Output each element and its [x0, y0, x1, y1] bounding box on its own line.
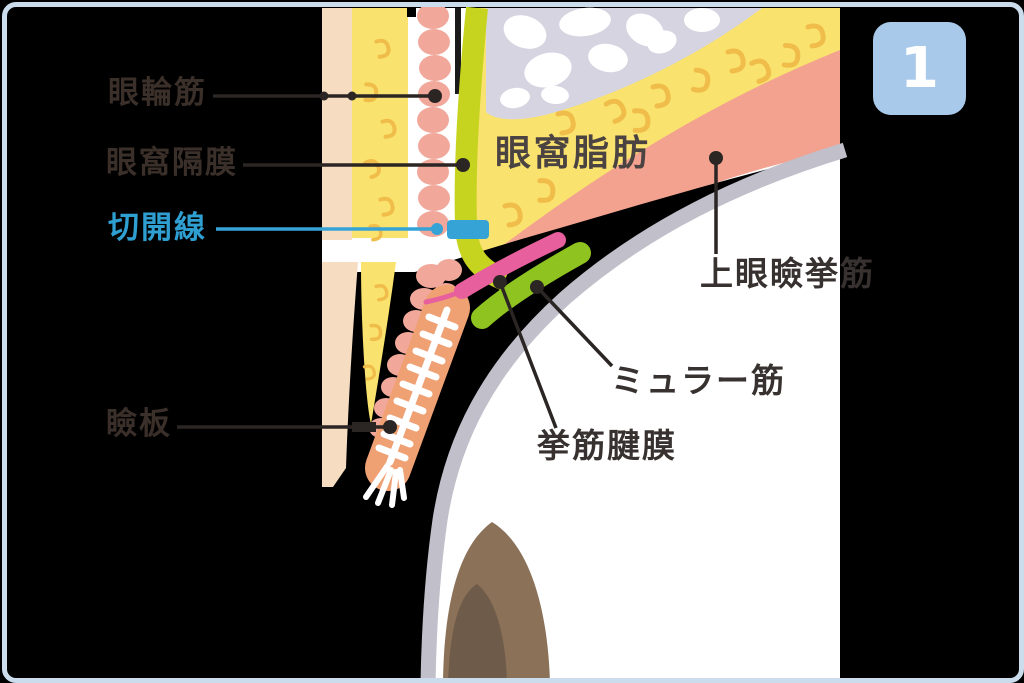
aponeurosis-band: [454, 232, 566, 299]
label-orbicularis: 眼輪筋: [108, 75, 207, 111]
page-number: 1: [900, 36, 939, 101]
label-orbital-fat: 眼窩脂肪: [495, 133, 652, 174]
label-incision-line: 切開線: [108, 210, 207, 246]
subcutaneous-fat-lower: [361, 262, 396, 424]
bone-marrow-blobs: [500, 7, 720, 109]
aponeurosis-tail: [423, 288, 465, 305]
label-muller: ミュラー筋: [611, 361, 786, 400]
pupil: [448, 584, 507, 683]
skin-layer-upper: [322, 8, 352, 240]
eyelashes: [363, 462, 407, 508]
orbital-septum-line: [454, 6, 510, 291]
eyeball-rim: [420, 142, 848, 683]
label-tarsus: 瞼板: [106, 406, 172, 442]
fornix-shadow-gap: [322, 150, 845, 683]
skin-surface-mark: [407, 8, 416, 17]
leader-aponeurosis: [498, 281, 558, 429]
incision-leader: [216, 220, 489, 239]
page-number-badge: 1: [873, 22, 966, 115]
skin-layer-lower: [322, 262, 358, 487]
incision-dot: [431, 223, 443, 235]
leader-muller: [535, 285, 614, 368]
muller-muscle-band: [471, 242, 591, 329]
label-aponeurosis: 挙筋腱膜: [537, 426, 677, 465]
tarsus-sutures: [375, 306, 459, 466]
orbicularis-muscle-upper: [417, 3, 451, 237]
label-levator: 上眼瞼挙筋: [700, 254, 875, 293]
label-orbital-septum: 眼窩隔膜: [106, 145, 238, 181]
leader-dots: [319, 89, 723, 434]
incision-marker: [447, 220, 489, 239]
